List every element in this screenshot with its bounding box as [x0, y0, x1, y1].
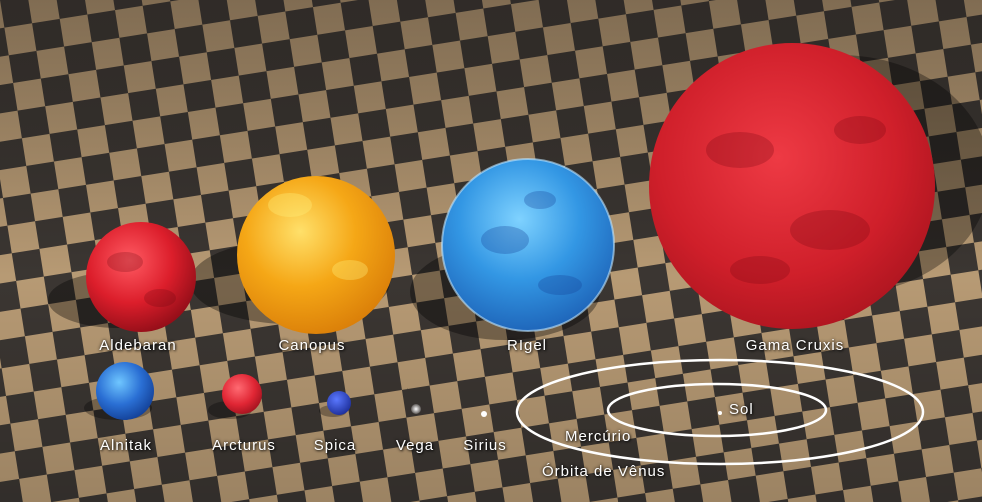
canopus-texture [268, 193, 368, 280]
mercury-orbit-ring [606, 382, 828, 438]
alnitak-label: Alnitak [99, 437, 153, 454]
gama-cruxis-sphere [649, 43, 935, 329]
rigel-label: RIgel [506, 337, 548, 354]
aldebaran-texture [107, 252, 176, 307]
vega-label: Vega [395, 437, 435, 454]
venus-orbit-label: Órbita de Vênus [542, 463, 666, 480]
sirius-label: Sirius [463, 437, 507, 454]
rigel-texture [481, 191, 582, 295]
alnitak-sphere [96, 362, 154, 420]
vega-sphere [411, 404, 421, 414]
sun-dot [718, 411, 722, 415]
arcturus-sphere [222, 374, 262, 414]
arcturus-label: Arcturus [212, 437, 276, 454]
aldebaran-label: Aldebaran [99, 337, 177, 354]
spica-label: Spica [313, 437, 357, 454]
mercurio-label: Mercúrio [565, 428, 632, 445]
canopus-label: Canopus [278, 337, 346, 354]
venus-orbit-ring [515, 358, 925, 466]
spica-sphere [327, 391, 351, 415]
gama-cruxis-texture [706, 116, 886, 284]
gama-cruxis-label: Gama Cruxis [745, 337, 845, 354]
canopus-sphere [237, 176, 395, 334]
aldebaran-sphere [86, 222, 196, 332]
sol-label: Sol [729, 401, 754, 418]
sirius-sphere [481, 411, 487, 417]
rigel-sphere [441, 158, 615, 332]
